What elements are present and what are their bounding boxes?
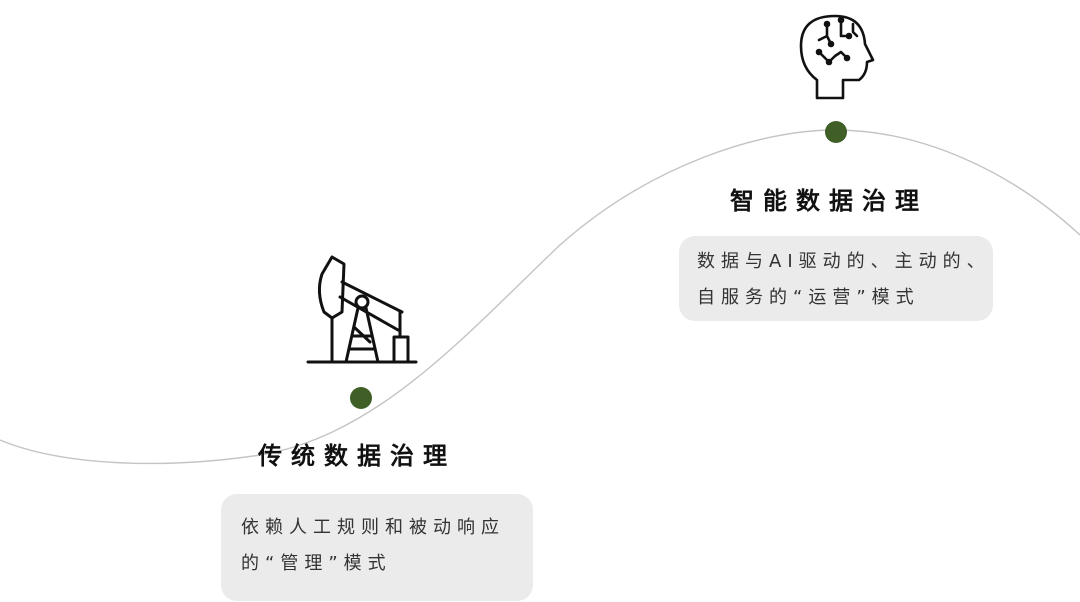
stage-2-title: 智能数据治理: [730, 187, 928, 215]
stage-1-title: 传统数据治理: [258, 442, 456, 470]
stage-2-marker-dot: [825, 121, 847, 143]
curve-path: [0, 129, 1080, 465]
oil-pump-jack-icon: [302, 252, 422, 368]
stage-1-description-line-1: 依赖人工规则和被动响应: [241, 517, 505, 538]
stage-1-description-box: 依赖人工规则和被动响应 的“管理”模式: [221, 494, 533, 601]
stage-2-description-line-1: 数据与AI驱动的、主动的、: [697, 251, 991, 272]
stage-2-description-box: 数据与AI驱动的、主动的、 自服务的“运营”模式: [679, 236, 993, 321]
stage-1-marker-dot: [350, 387, 372, 409]
stage-2-description-line-2: 自服务的“运营”模式: [697, 287, 920, 308]
ai-brain-head-icon: [795, 10, 885, 102]
stage-1-description-line-2: 的“管理”模式: [241, 553, 392, 574]
